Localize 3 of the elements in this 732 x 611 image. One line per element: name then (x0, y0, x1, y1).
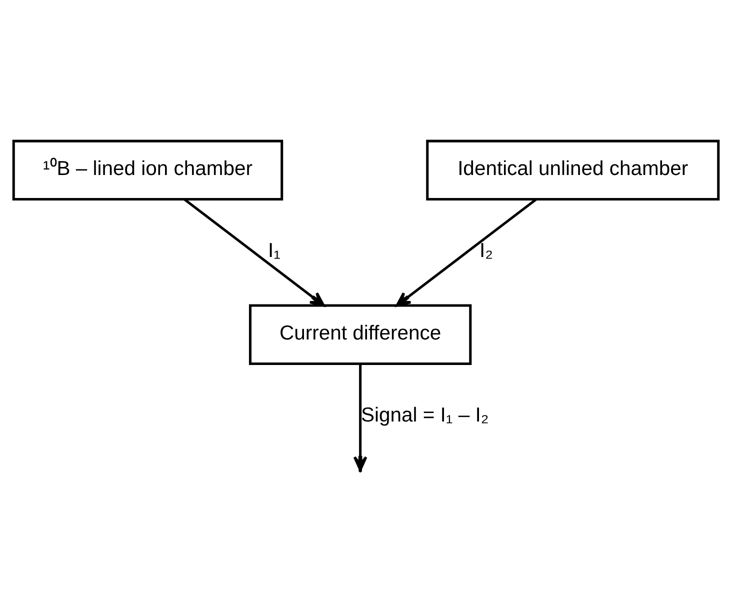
edge-label: I₂ (479, 240, 493, 262)
edge-label: Signal = I₁ – I₂ (360, 404, 489, 426)
edge-label: I₁ (268, 240, 280, 262)
